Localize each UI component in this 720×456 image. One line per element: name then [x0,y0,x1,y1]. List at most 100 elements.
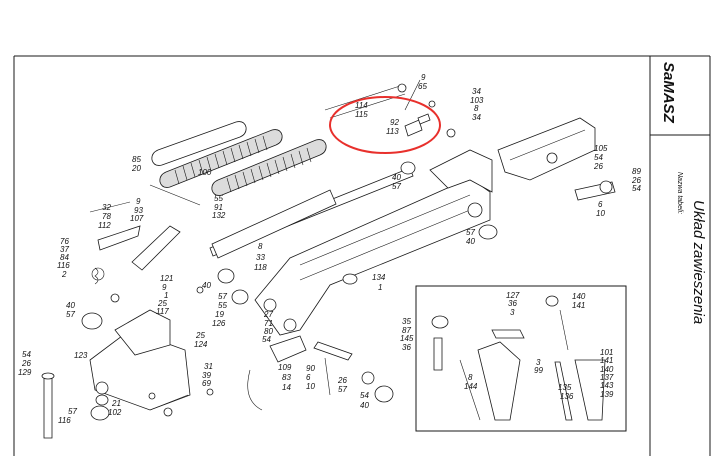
callout: 20 [131,164,141,173]
callout: 21 [111,399,121,408]
callout: 55 [218,301,227,310]
callout: 54 [360,391,369,400]
callout: 135 [558,383,572,392]
callout: 143 [600,381,614,390]
callout: 9 [136,197,141,206]
callout: 14 [282,383,291,392]
callout: 71 [264,319,273,328]
callout: 113 [386,127,399,136]
inset-parts [433,309,606,421]
callout: 129 [18,368,32,377]
callout: 116 [57,261,70,270]
callout: 87 [402,326,411,335]
callout: 33 [256,253,265,262]
callout: 25 [195,331,205,340]
callout: 116 [58,416,71,425]
callout: 10 [306,382,315,391]
callout: 1 [164,291,168,300]
callout: 85 [132,155,141,164]
callout: 69 [202,379,211,388]
main-frame-arm [254,149,493,336]
callout: 65 [418,82,427,91]
callout: 37 [60,245,69,254]
tube-85 [151,121,247,166]
callout: 123 [74,351,88,360]
callout: 84 [60,253,69,262]
spring-100 [159,129,283,188]
highlight-circle [329,96,441,154]
callout: 8 [258,242,263,251]
callout: 139 [600,390,614,399]
callout: 40 [66,301,75,310]
callout: 115 [355,110,368,119]
pin-129 [41,372,55,439]
callout: 57 [66,310,75,319]
callout: 32 [102,203,111,212]
pin-89 [574,180,616,201]
spring-55 [211,139,327,196]
title-block: Nazwa tabeli: Układ zawieszenia [676,172,707,324]
callout: 118 [254,263,267,272]
callout: 145 [400,334,414,343]
callout: 34 [472,87,481,96]
callout: 91 [214,203,223,212]
callout: 93 [134,206,143,215]
callout: 102 [108,408,122,417]
callout: 92 [390,118,399,127]
callout: 103 [470,96,484,105]
callout: 78 [102,212,111,221]
callout: 54 [632,184,641,193]
callout: 89 [632,167,641,176]
callout: 136 [560,392,574,401]
drawing-frame [13,55,711,456]
bushings [81,161,559,421]
callout: 40 [392,173,401,182]
logo: SaMASZ [660,62,677,124]
callout: 80 [264,327,273,336]
bracket-109 [247,335,307,411]
callout: 1 [378,283,382,292]
callout: 57 [218,292,227,301]
callout: 35 [402,317,411,326]
callout: 31 [204,362,213,371]
svg-text:Układ zawieszenia: Układ zawieszenia [690,200,707,324]
callout: 26 [337,376,347,385]
callout: 36 [402,343,411,352]
detail-inset-frame [415,285,627,432]
callout: 8 [474,104,479,113]
callout: 27 [263,310,273,319]
callout: 112 [98,221,111,230]
callout: 117 [156,307,169,316]
callout: 137 [600,373,614,382]
callout: 9 [421,73,426,82]
hydraulic-rod [209,167,414,259]
callout: 36 [508,299,517,308]
callout: 107 [130,214,144,223]
top-pins [324,79,456,138]
callout: 144 [464,382,478,391]
callout: 134 [372,273,386,282]
callout: 40 [360,401,369,410]
callout: 54 [594,153,603,162]
callout: 26 [21,359,31,368]
callout: 9 [162,283,167,292]
callout: 140 [572,292,586,301]
mount-123 [89,309,191,411]
callout: 6 [306,373,311,382]
callout: 57 [392,182,401,191]
callout: 40 [202,281,211,290]
callout: 55 [214,194,223,203]
small-hardware [89,184,214,417]
svg-text:SaMASZ: SaMASZ [660,62,677,124]
linkage-107 [91,225,181,285]
callout: 101 [600,348,613,357]
callout: 100 [198,168,212,177]
callout: 140 [600,365,614,374]
callout: 2 [61,270,67,279]
callout: 34 [472,113,481,122]
callout: 8 [468,373,473,382]
callout: 109 [278,363,292,372]
callout: 141 [572,301,585,310]
callout: 54 [22,350,31,359]
